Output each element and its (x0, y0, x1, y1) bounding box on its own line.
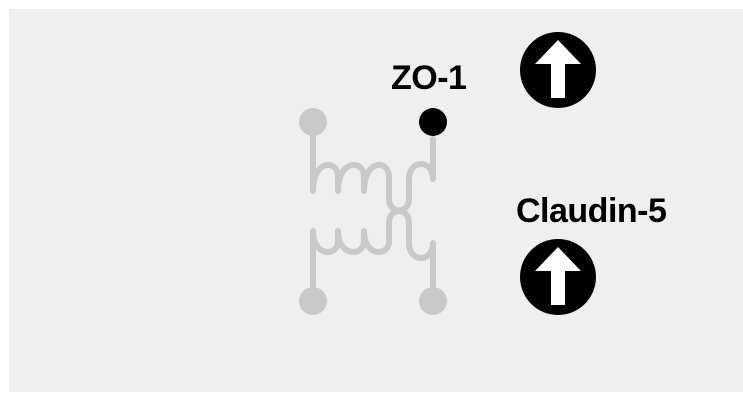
tight-junction-diagram (299, 32, 596, 315)
claudin5-label: Claudin-5 (516, 192, 667, 230)
junction-node-bottom-left (299, 287, 327, 315)
zo1-marker (419, 108, 447, 136)
zo1-up-arrow-icon (520, 32, 596, 108)
zo1-label: ZO-1 (391, 59, 467, 97)
junction-node-top-left (299, 108, 327, 136)
claudin5-up-arrow-icon (520, 239, 596, 315)
junction-node-bottom-right (419, 287, 447, 315)
left-junction-strand (310, 119, 436, 304)
diagram-canvas: ZO-1 Claudin-5 (9, 9, 743, 392)
